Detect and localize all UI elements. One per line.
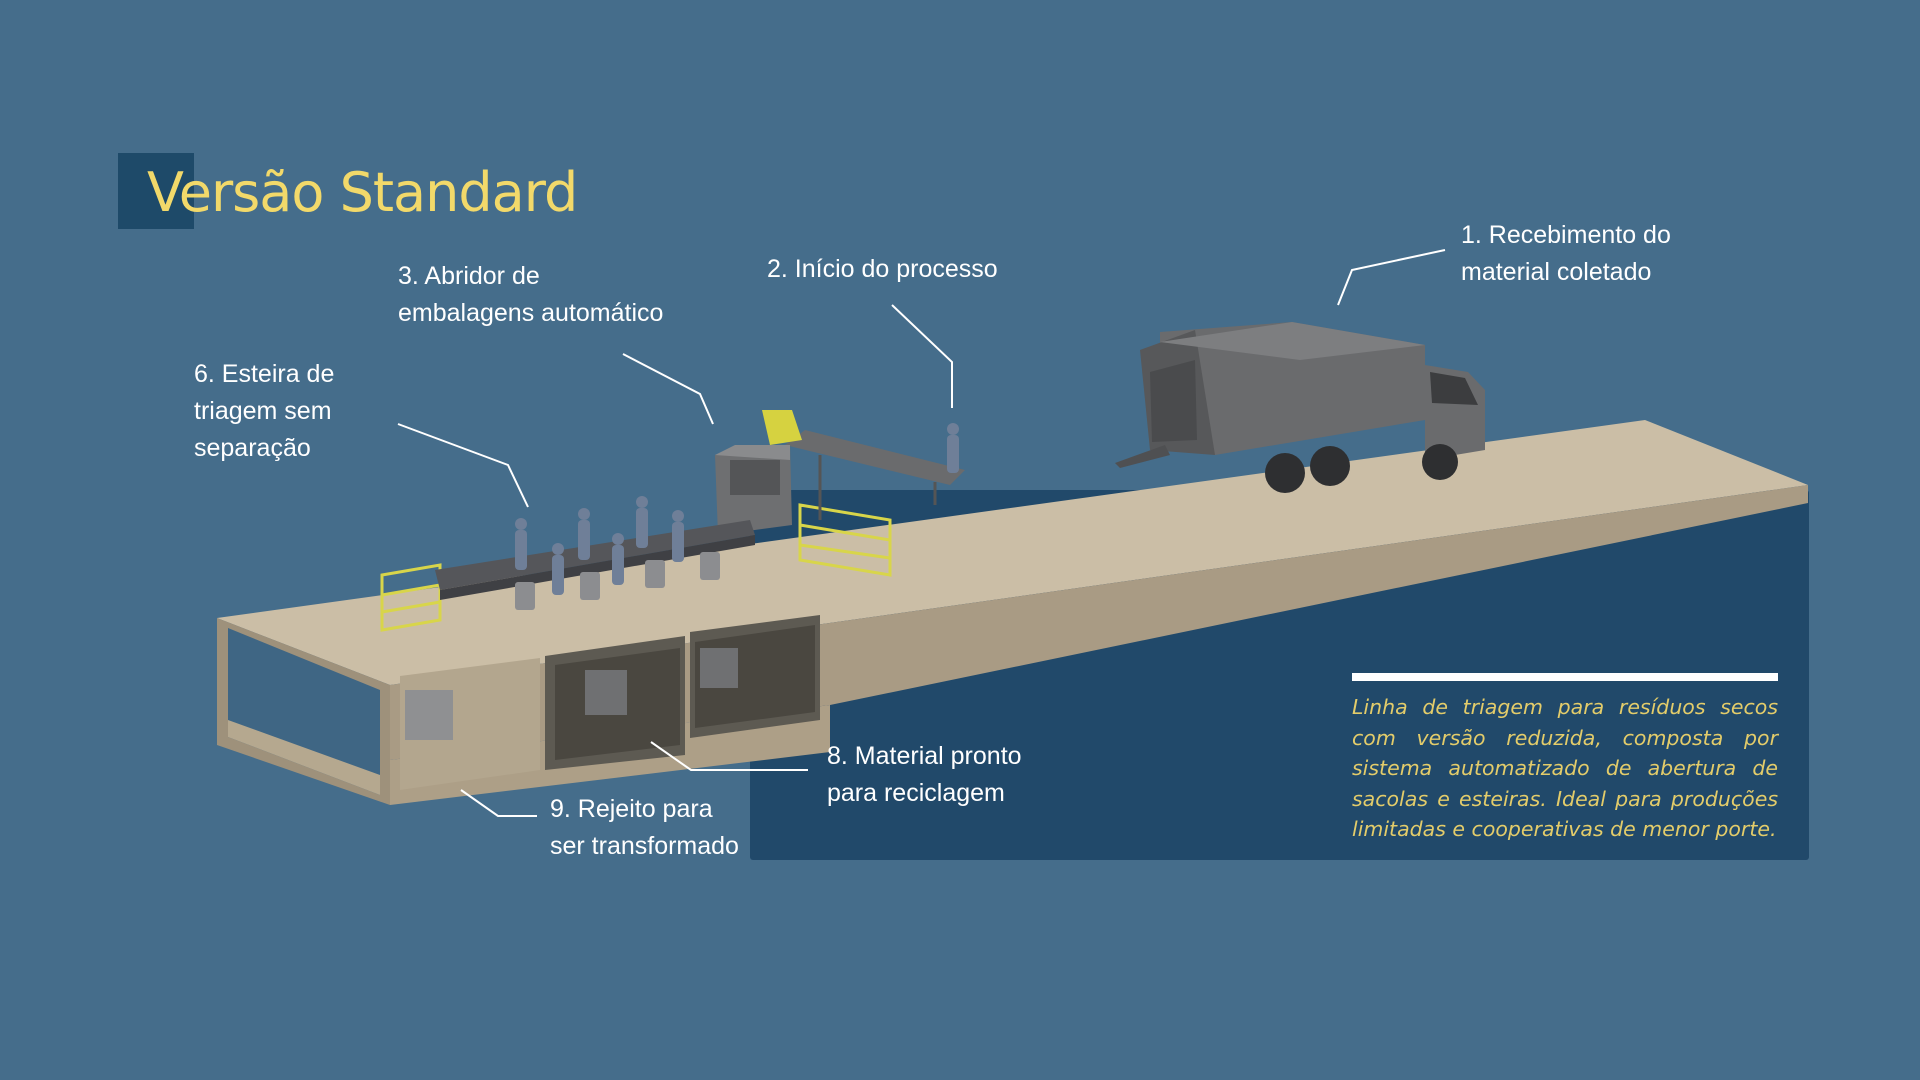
label-abridor-embalagens: 3. Abridor de embalagens automático [398, 258, 663, 332]
garbage-truck [1115, 322, 1485, 493]
label-material-reciclagem: 8. Material pronto para reciclagem [827, 738, 1022, 812]
bag [700, 648, 738, 688]
bag-opener-machine [715, 445, 792, 535]
description-text: Linha de triagem para resíduos secos com… [1352, 692, 1778, 845]
label-esteira-triagem: 6. Esteira de triagem sem separação [194, 356, 334, 467]
truck-wheel [1422, 444, 1458, 480]
bag [585, 670, 627, 715]
label-inicio-processo: 2. Início do processo [767, 251, 998, 288]
description-divider [1352, 673, 1778, 681]
label-recebimento: 1. Recebimento do material coletado [1461, 217, 1671, 291]
truck-wheel [1265, 453, 1305, 493]
label-rejeito: 9. Rejeito para ser transformado [550, 791, 739, 865]
bag [405, 690, 453, 740]
page-title: Versão Standard [147, 155, 577, 231]
truck-wheel [1310, 446, 1350, 486]
